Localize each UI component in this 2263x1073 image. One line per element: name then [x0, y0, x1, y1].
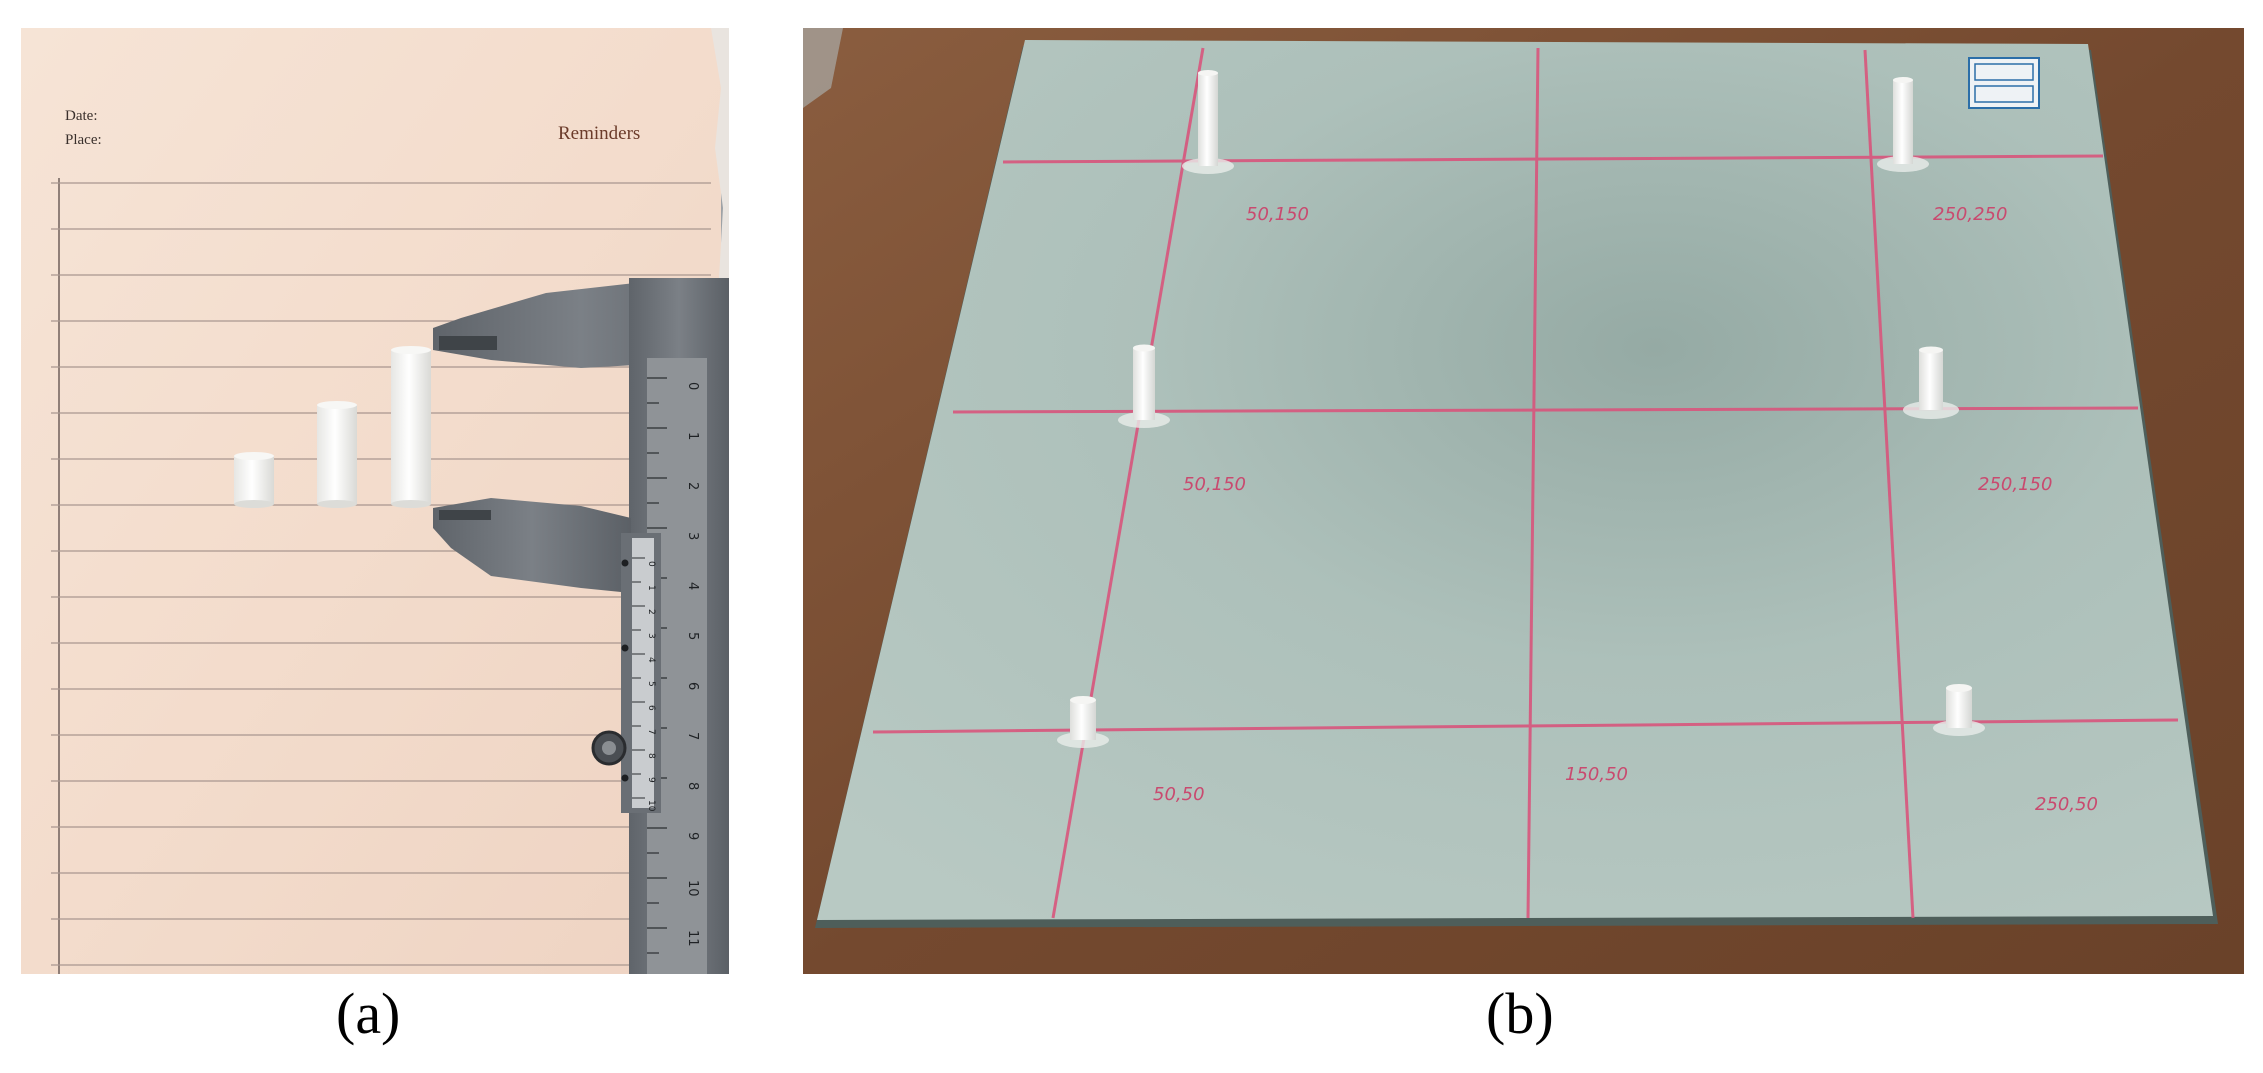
- main-scale-label: 10: [685, 880, 700, 897]
- caliper-lower-jaw: [433, 498, 631, 593]
- pillar: [1118, 344, 1170, 428]
- main-scale-label: 3: [685, 532, 700, 540]
- place-label: Place:: [65, 132, 102, 148]
- plate-label: 250,150: [1978, 474, 2052, 495]
- main-scale-label: 5: [685, 632, 700, 640]
- cylinder-small: [234, 452, 274, 508]
- plate-label: 250,250: [1933, 204, 2007, 225]
- caption-panel-b: (b): [1486, 981, 1554, 1046]
- main-scale-label: 9: [685, 832, 700, 840]
- main-scale-label: 7: [685, 732, 700, 740]
- photo-panel-a: Date: Place: Reminders: [21, 28, 729, 974]
- vernier-scale-label: 1: [646, 585, 656, 591]
- notebook-caliper-photo: Date: Place: Reminders: [21, 28, 729, 974]
- cylinder-medium: [317, 401, 357, 508]
- reminders-header: Reminders: [558, 123, 640, 144]
- pillar: [1057, 696, 1109, 748]
- vernier-scale-label: 9: [646, 777, 656, 783]
- main-scale-label: 2: [685, 482, 700, 490]
- main-scale-label: 1: [685, 432, 700, 440]
- caption-panel-a: (a): [336, 981, 401, 1046]
- vernier-scale-label: 7: [646, 729, 656, 735]
- date-label: Date:: [65, 108, 97, 124]
- main-scale-label: 11: [685, 930, 700, 947]
- plate-label: 50,150: [1246, 204, 1309, 225]
- vernier-scale-label: 8: [646, 753, 656, 759]
- cylinder-samples: [234, 346, 431, 508]
- main-scale-label: 6: [685, 682, 700, 690]
- pillar: [1877, 77, 1929, 172]
- main-scale-label: 0: [685, 382, 700, 390]
- vernier-scale-ticks: [632, 557, 645, 799]
- cylinder-large: [391, 346, 431, 508]
- vernier-scale-label: 6: [646, 705, 656, 711]
- plate-label: 50,50: [1153, 784, 1205, 805]
- plate-label: 150,50: [1565, 764, 1628, 785]
- vernier-scale-label: 3: [646, 633, 656, 639]
- plate-label: 50,150: [1183, 474, 1246, 495]
- main-scale-label: 8: [685, 782, 700, 790]
- pillar: [1182, 70, 1234, 174]
- vernier-scale-label: 2: [646, 609, 656, 615]
- vernier-scale-label: 10: [646, 800, 656, 812]
- main-scale-label: 4: [685, 582, 700, 590]
- pillar: [1903, 346, 1959, 419]
- notebook-paper: [21, 28, 721, 974]
- vernier-scale-label: 0: [646, 561, 656, 567]
- vernier-scale-label: 5: [646, 681, 656, 687]
- plate-label: 250,50: [2035, 794, 2098, 815]
- vernier-caliper: 0 1 2 3 4 5 6 7 8 9 10 11: [433, 278, 729, 974]
- plate-sticker: [1968, 57, 2040, 109]
- plate-pillars: [1057, 70, 1985, 748]
- photo-panel-b: 50,150 250,250 50,150 250,150 50,50 150,…: [803, 28, 2244, 974]
- plate-pillars-photo: 50,150 250,250 50,150 250,150 50,50 150,…: [803, 28, 2244, 974]
- pillar: [1933, 684, 1985, 736]
- vernier-scale-label: 4: [646, 657, 656, 663]
